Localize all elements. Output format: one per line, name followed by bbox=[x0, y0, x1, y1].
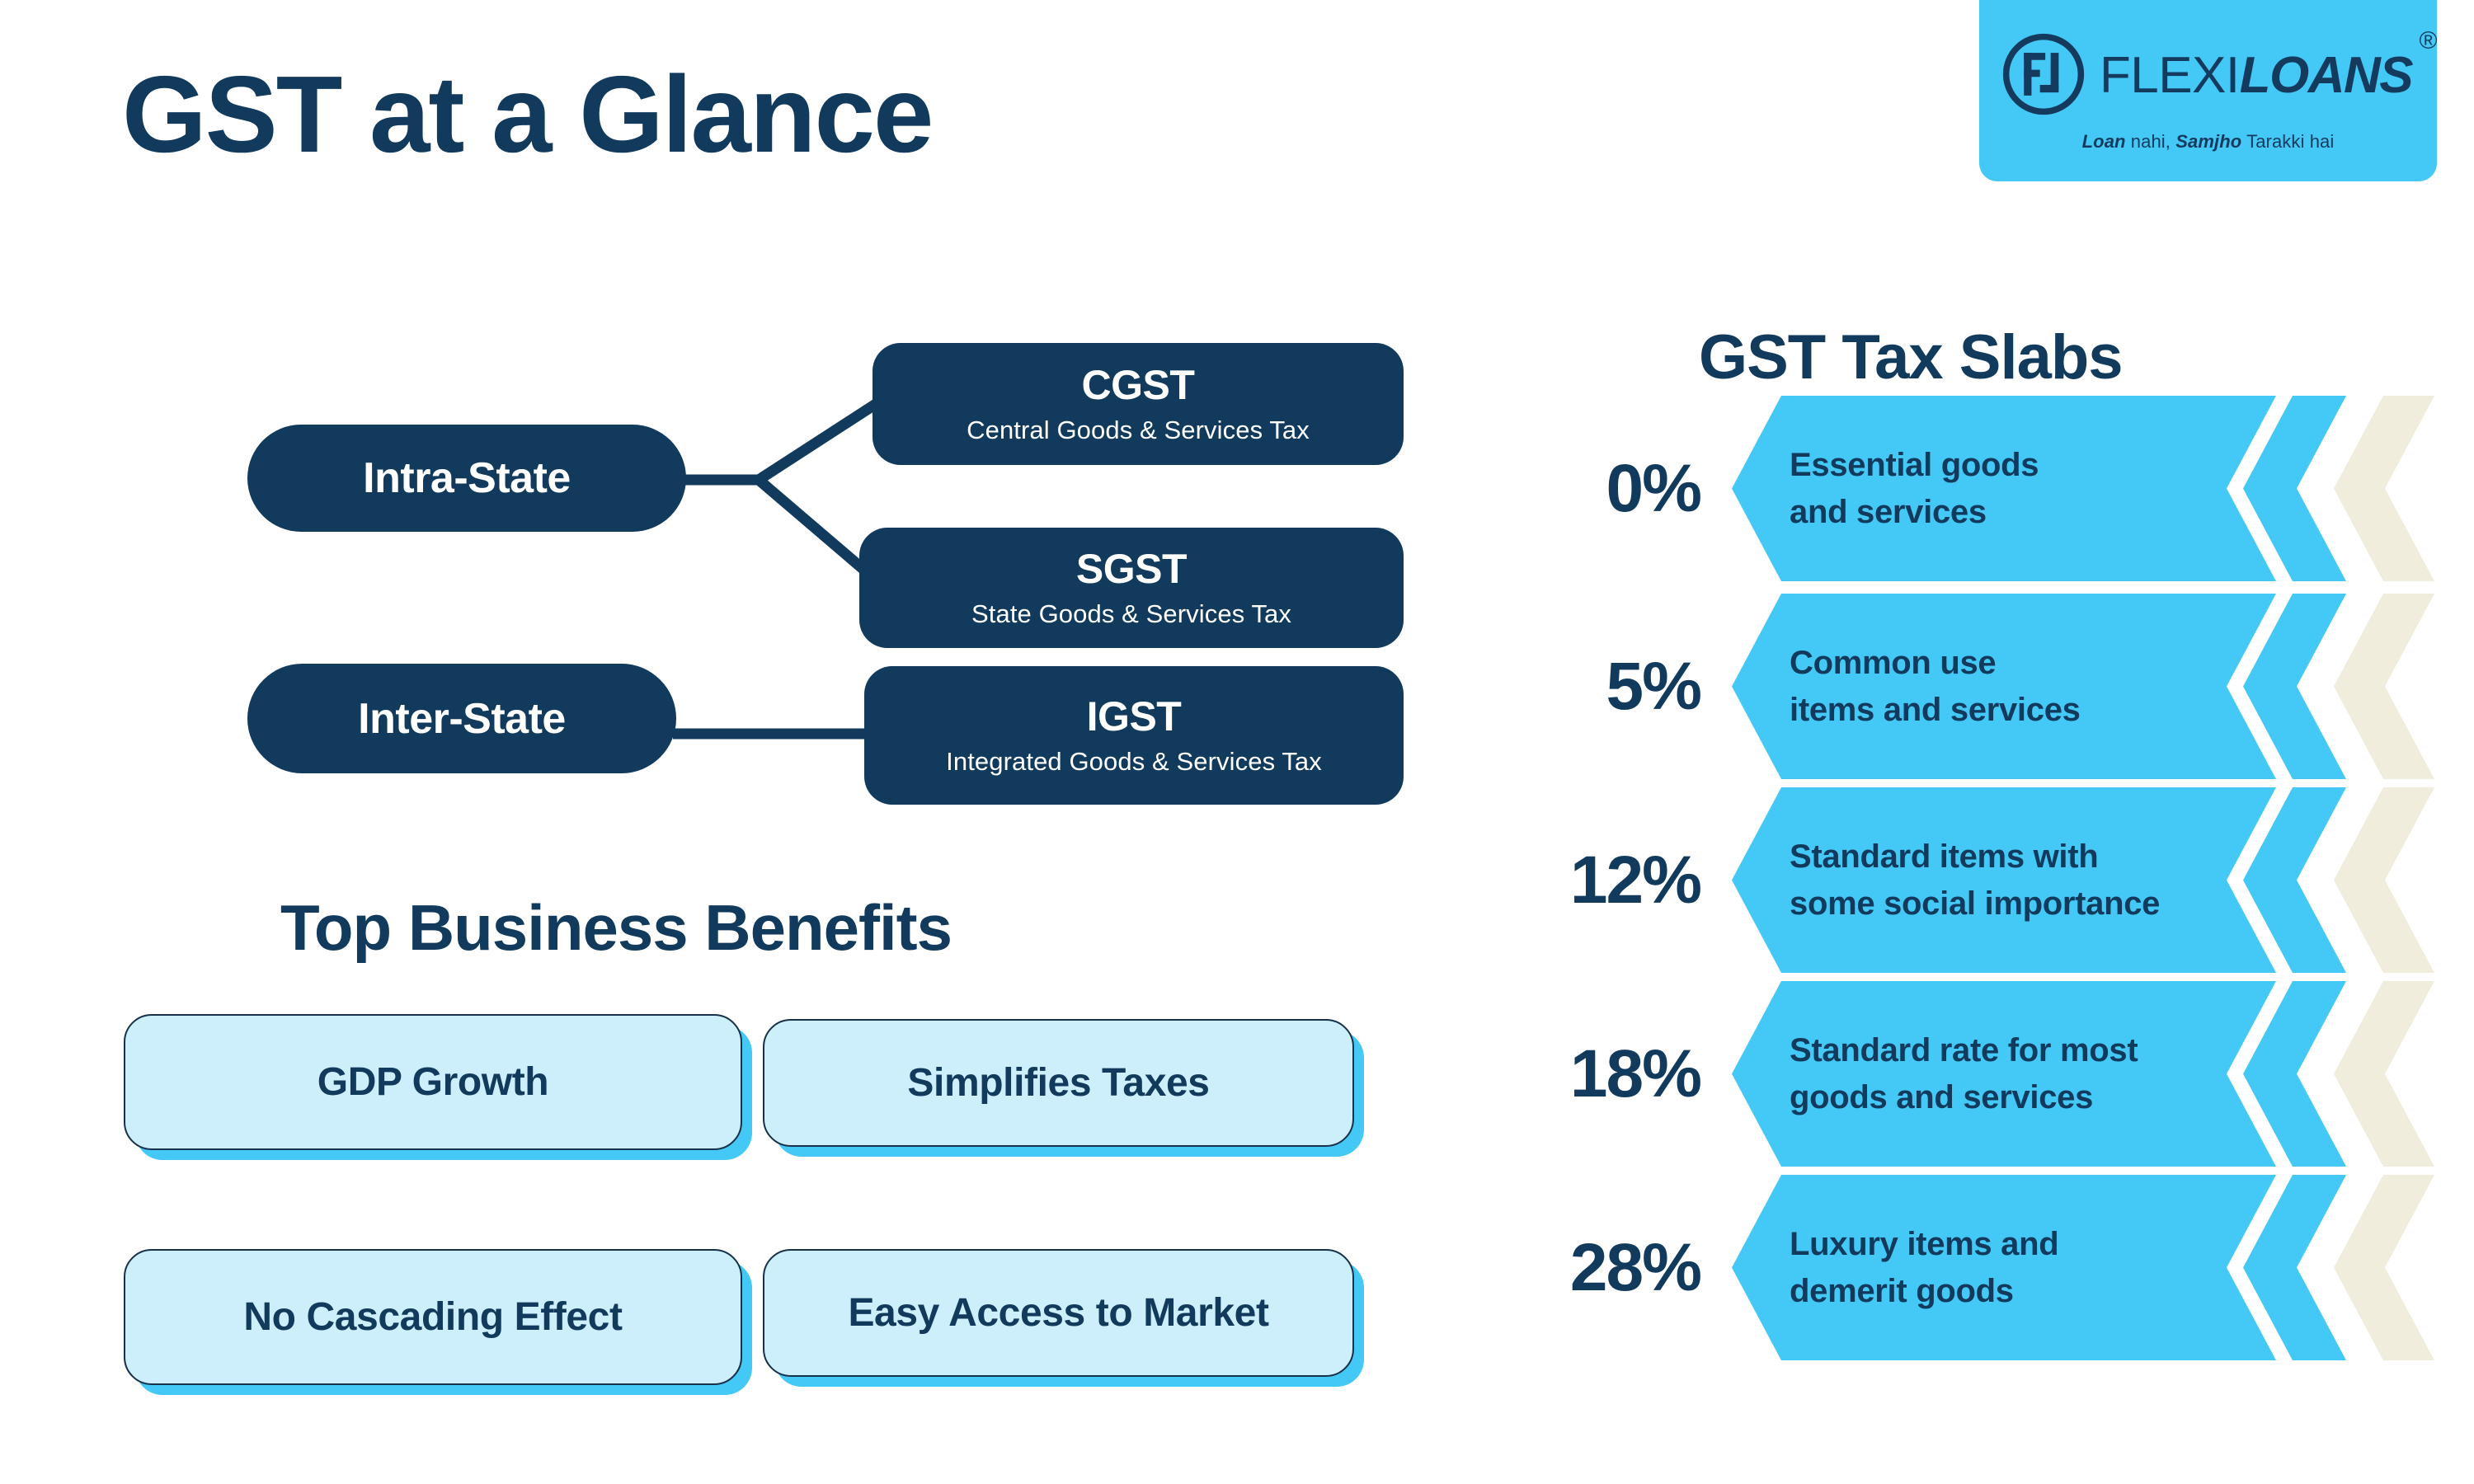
benefit-card[interactable]: No Cascading Effect bbox=[124, 1249, 742, 1385]
gst-type-flow-diagram: Intra-State Inter-State CGST Central Goo… bbox=[0, 0, 1484, 849]
logo-content: FLEXILOANS ® Loan nahi, Samjho Tarakki h… bbox=[1979, 0, 2438, 181]
flow-node-cgst[interactable]: CGST Central Goods & Services Tax bbox=[872, 343, 1404, 465]
logo-word-flexi: FLEXI bbox=[2099, 47, 2240, 104]
benefit-card-label: Easy Access to Market bbox=[848, 1291, 1269, 1335]
tagline-end: Tarakki hai bbox=[2241, 130, 2335, 152]
benefits-card-grid: GDP Growth Simplifies Taxes No Cascading… bbox=[124, 1014, 1377, 1385]
logo-word-loans: LOANS bbox=[2239, 47, 2414, 104]
sgst-code: SGST bbox=[1075, 545, 1188, 592]
tax-slabs-list: 0% Essential goods and services 5% Commo… bbox=[1526, 396, 2474, 1369]
tax-slab-rate: 0% bbox=[1606, 450, 1702, 526]
tax-slab-row[interactable]: 18% Standard rate for most goods and ser… bbox=[1526, 981, 2474, 1167]
logo-wordmark: FLEXILOANS ® bbox=[2099, 29, 2438, 104]
tax-slab-row[interactable]: 0% Essential goods and services bbox=[1526, 396, 2474, 581]
tax-slab-description: Standard rate for most goods and service… bbox=[1790, 981, 2235, 1167]
chevron-arrow-icon bbox=[1732, 787, 2434, 973]
benefit-card-label: GDP Growth bbox=[317, 1060, 549, 1104]
tax-slab-rate: 12% bbox=[1569, 842, 1702, 918]
tax-slab-line-1: Standard rate for most bbox=[1790, 1031, 2138, 1068]
tax-slab-description: Essential goods and services bbox=[1790, 396, 2235, 581]
flow-connector-lines bbox=[673, 399, 879, 740]
tax-slab-line-1: Common use bbox=[1790, 644, 1997, 681]
flow-node-inter-state-label: Inter-State bbox=[358, 694, 566, 743]
cgst-code: CGST bbox=[1081, 361, 1195, 408]
chevron-arrow-icon bbox=[1732, 396, 2434, 581]
tax-slab-rate: 28% bbox=[1569, 1229, 1702, 1305]
tax-slab-row[interactable]: 28% Luxury items and demerit goods bbox=[1526, 1175, 2474, 1360]
tax-slab-line-1: Luxury items and bbox=[1790, 1225, 2059, 1262]
tax-slab-line-1: Standard items with bbox=[1790, 838, 2099, 875]
chevron-arrow-icon bbox=[1732, 981, 2434, 1167]
igst-full-name: Integrated Goods & Services Tax bbox=[946, 747, 1322, 777]
tagline-mid: nahi, bbox=[2125, 130, 2176, 152]
tax-slab-row[interactable]: 5% Common use items and services bbox=[1526, 594, 2474, 779]
flow-node-intra-state[interactable]: Intra-State bbox=[247, 425, 686, 532]
benefit-card[interactable]: GDP Growth bbox=[124, 1014, 742, 1150]
tax-slab-line-1: Essential goods bbox=[1790, 446, 2039, 483]
chevron-arrow-icon bbox=[1732, 594, 2434, 779]
igst-code: IGST bbox=[1086, 693, 1182, 740]
tax-slab-line-2: items and services bbox=[1790, 691, 2081, 728]
tax-slab-description: Luxury items and demerit goods bbox=[1790, 1175, 2235, 1360]
logo-tagline: Loan nahi, Samjho Tarakki hai bbox=[2082, 131, 2335, 153]
tax-slab-line-2: demerit goods bbox=[1790, 1272, 2014, 1309]
page-title: GST at a Glance bbox=[122, 54, 934, 175]
flow-node-sgst[interactable]: SGST State Goods & Services Tax bbox=[859, 528, 1404, 648]
tax-slab-line-2: and services bbox=[1790, 493, 1987, 530]
tagline-bold-samjho: Samjho bbox=[2175, 130, 2242, 152]
tax-slab-line-2: some social importance bbox=[1790, 885, 2161, 922]
tagline-bold-loan: Loan bbox=[2081, 130, 2126, 152]
benefit-card-label: Simplifies Taxes bbox=[907, 1061, 1210, 1105]
chevron-arrow-icon bbox=[1732, 1175, 2434, 1360]
flow-node-intra-state-label: Intra-State bbox=[363, 454, 571, 502]
tax-slab-rate: 18% bbox=[1569, 1036, 1702, 1111]
sgst-full-name: State Goods & Services Tax bbox=[971, 599, 1291, 629]
flow-node-inter-state[interactable]: Inter-State bbox=[247, 664, 676, 773]
cgst-full-name: Central Goods & Services Tax bbox=[967, 416, 1310, 445]
tax-slabs-section-title: GST Tax Slabs bbox=[1699, 322, 2124, 392]
benefits-section-title: Top Business Benefits bbox=[280, 891, 952, 964]
tax-slab-description: Common use items and services bbox=[1790, 594, 2235, 779]
benefit-card-label: No Cascading Effect bbox=[243, 1295, 623, 1339]
flow-node-igst[interactable]: IGST Integrated Goods & Services Tax bbox=[864, 666, 1404, 805]
benefit-card[interactable]: Easy Access to Market bbox=[763, 1249, 1354, 1377]
tax-slab-line-2: goods and services bbox=[1790, 1078, 2094, 1115]
tax-slab-rate: 5% bbox=[1606, 648, 1702, 724]
benefit-card[interactable]: Simplifies Taxes bbox=[763, 1019, 1354, 1147]
flexiloans-circle-f-icon bbox=[1999, 30, 2088, 123]
logo-lockup: FLEXILOANS ® bbox=[1999, 29, 2438, 123]
registered-trademark-icon: ® bbox=[2419, 27, 2438, 54]
flexiloans-logo-badge: FLEXILOANS ® Loan nahi, Samjho Tarakki h… bbox=[1979, 0, 2438, 181]
tax-slab-description: Standard items with some social importan… bbox=[1790, 787, 2235, 973]
tax-slab-row[interactable]: 12% Standard items with some social impo… bbox=[1526, 787, 2474, 973]
